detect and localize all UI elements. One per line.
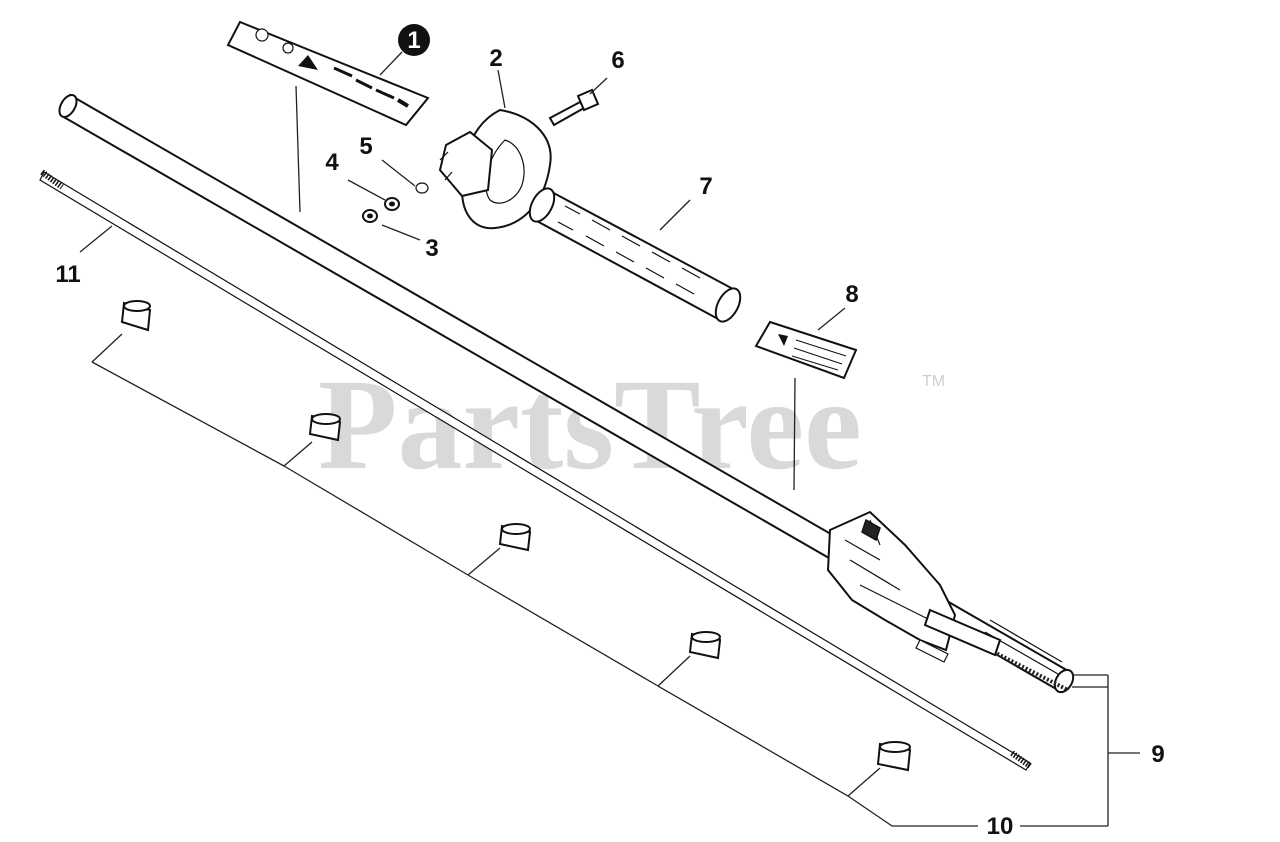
bushing-5[interactable] bbox=[876, 741, 912, 772]
callout-5: 5 bbox=[359, 133, 372, 160]
nut[interactable] bbox=[362, 209, 378, 223]
screw[interactable] bbox=[548, 88, 600, 127]
main-shaft-tube[interactable] bbox=[56, 92, 1077, 695]
bushing-4[interactable] bbox=[688, 631, 722, 660]
caution-decal[interactable] bbox=[754, 320, 858, 380]
callout-1: 1 bbox=[407, 27, 420, 54]
callout-6: 6 bbox=[611, 47, 624, 74]
callout-10: 10 bbox=[987, 813, 1014, 840]
callout-8: 8 bbox=[845, 281, 858, 308]
callout-11: 11 bbox=[55, 261, 80, 288]
warning-decal[interactable] bbox=[226, 20, 430, 127]
callout-1-badge bbox=[398, 24, 430, 56]
callout-7: 7 bbox=[699, 173, 712, 200]
leader-lines bbox=[79, 51, 1140, 827]
bushing-3[interactable] bbox=[498, 523, 532, 552]
bushing-1[interactable] bbox=[120, 300, 152, 332]
watermark-text: PartsTree bbox=[318, 353, 862, 497]
bushing-2[interactable] bbox=[308, 413, 342, 442]
drive-shaft[interactable] bbox=[39, 169, 1032, 771]
callout-3: 3 bbox=[425, 235, 438, 262]
nut-small[interactable] bbox=[384, 197, 400, 211]
gear-case-assembly[interactable] bbox=[826, 510, 1002, 663]
callout-9: 9 bbox=[1151, 741, 1164, 768]
handle-grip[interactable] bbox=[525, 184, 746, 325]
callout-4: 4 bbox=[325, 149, 339, 176]
watermark-trademark: TM bbox=[922, 373, 945, 390]
washer[interactable] bbox=[415, 182, 429, 194]
handle-bracket[interactable] bbox=[438, 108, 552, 230]
callout-2: 2 bbox=[489, 45, 502, 72]
